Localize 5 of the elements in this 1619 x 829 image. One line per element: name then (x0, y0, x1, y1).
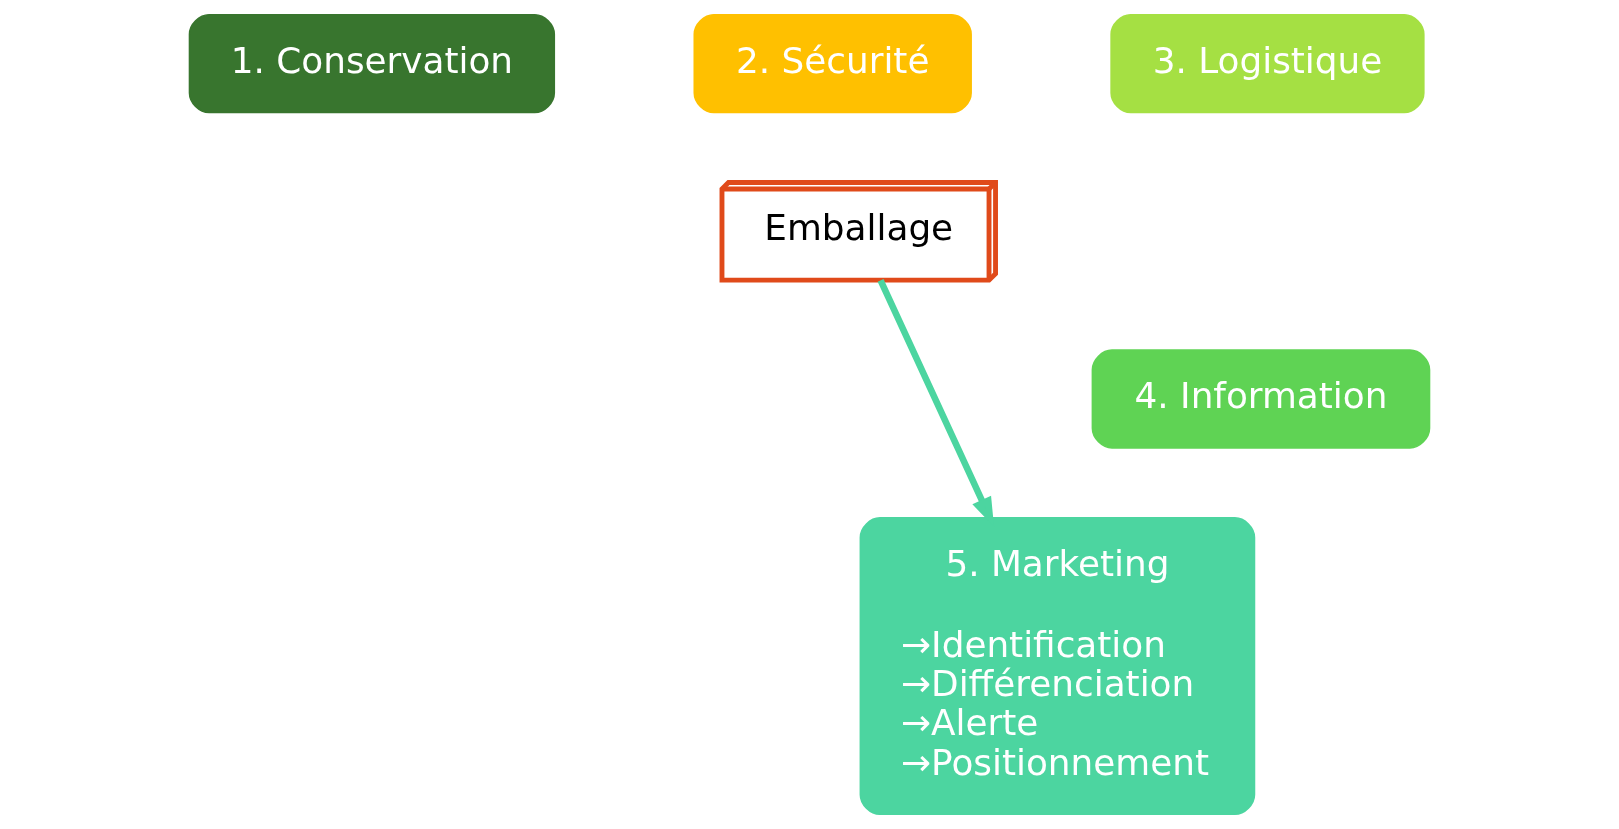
node-box: 5. Marketing →Identification →Différenciation →Alerte →Positionnement (859, 517, 1256, 816)
node-box: 3. Logistique (1110, 13, 1425, 114)
node-box: 1. Conservation (188, 13, 556, 114)
node-box: 2. Sécurité (693, 13, 972, 114)
node-box: 4. Information (1091, 349, 1431, 449)
